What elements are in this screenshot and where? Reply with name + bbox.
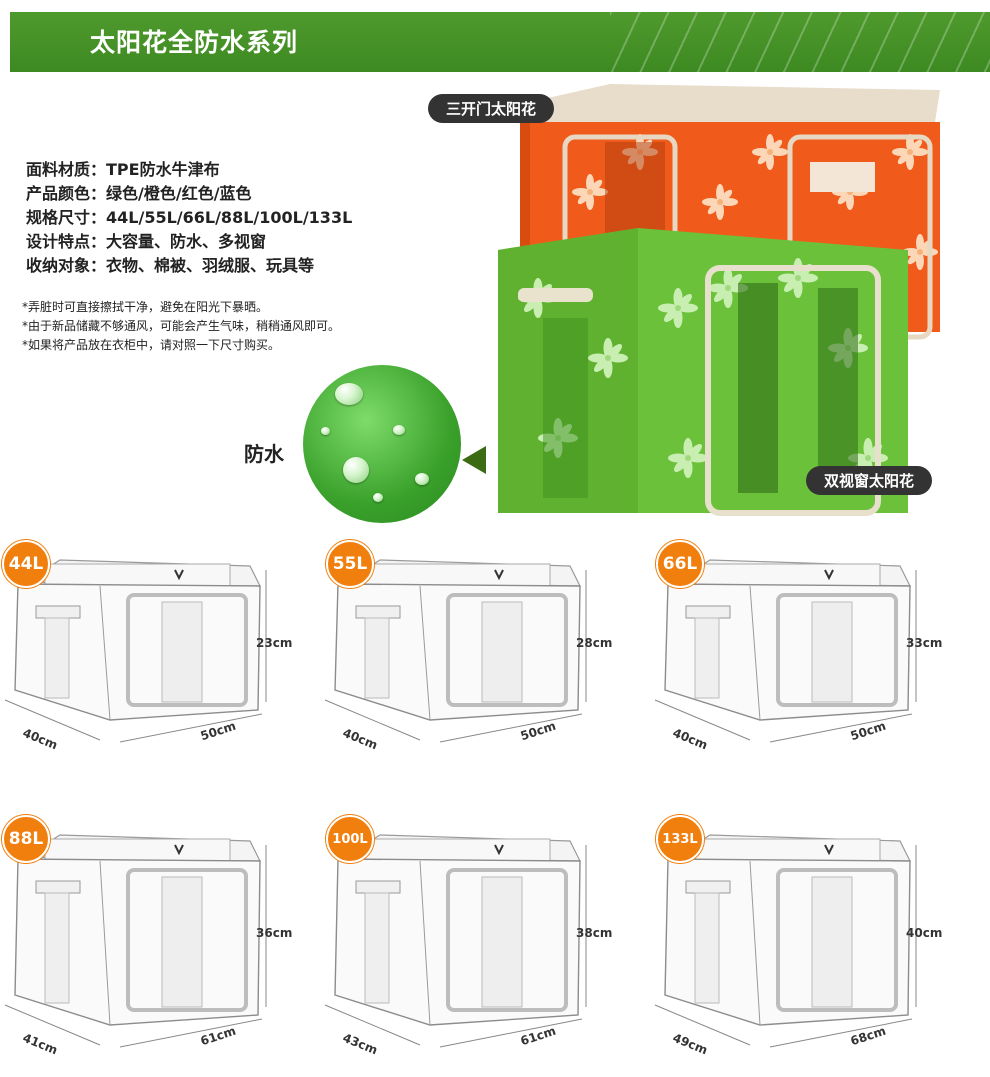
capacity-badge: 100L (326, 815, 374, 863)
spec-row-material: 面料材质：TPE防水牛津布 (26, 158, 352, 182)
header-banner: 太阳花全防水系列 (10, 12, 990, 72)
height-dimension: 23cm (256, 636, 293, 650)
spec-label: 面料材质： (26, 160, 107, 179)
waterproof-closeup (303, 365, 461, 523)
arrow-icon (462, 446, 486, 474)
green-box-label: 双视窗太阳花 (806, 466, 933, 495)
notes: *弄脏时可直接擦拭干净，避免在阳光下暴晒。 *由于新品储藏不够通风，可能会产生气… (22, 298, 340, 355)
storage-box-outline (324, 834, 587, 1048)
waterproof-label: 防水 (244, 442, 284, 466)
spec-value: 衣物、棉被、羽绒服、玩具等 (106, 256, 315, 275)
capacity-badge: 66L (656, 540, 704, 588)
storage-box-outline (4, 834, 267, 1048)
page-title: 太阳花全防水系列 (90, 28, 299, 57)
note-item: *由于新品储藏不够通风，可能会产生气味，稍稍通风即可。 (22, 319, 341, 333)
spec-row-color: 产品颜色：绿色/橙色/红色/蓝色 (26, 182, 352, 206)
storage-box-outline (324, 559, 587, 743)
spec-list: 面料材质：TPE防水牛津布 产品颜色：绿色/橙色/红色/蓝色 规格尺寸：44L/… (26, 158, 352, 278)
spec-row-size: 规格尺寸：44L/55L/66L/88L/100L/133L (26, 206, 352, 230)
spec-label: 设计特点： (26, 232, 107, 251)
banner-pattern (610, 12, 990, 72)
spec-label: 收纳对象： (26, 256, 107, 275)
spec-value: 大容量、防水、多视窗 (106, 232, 267, 251)
note-item: *如果将产品放在衣柜中，请对照一下尺寸购买。 (22, 338, 281, 352)
orange-box-label: 三开门太阳花 (428, 94, 555, 123)
water-drop (373, 493, 383, 502)
height-dimension: 28cm (576, 636, 613, 650)
water-drop (393, 425, 405, 435)
spec-value: 绿色/橙色/红色/蓝色 (106, 184, 252, 203)
water-drop (335, 383, 363, 405)
capacity-badge: 88L (2, 815, 50, 863)
height-dimension: 36cm (256, 926, 293, 940)
spec-value: 44L/55L/66L/88L/100L/133L (106, 208, 353, 227)
water-drop (415, 473, 429, 485)
note-item: *弄脏时可直接擦拭干净，避免在阳光下暴晒。 (22, 300, 269, 314)
capacity-badge: 44L (2, 540, 50, 588)
spec-row-usage: 收纳对象：衣物、棉被、羽绒服、玩具等 (26, 254, 352, 278)
spec-label: 产品颜色： (26, 184, 107, 203)
spec-label: 规格尺寸： (26, 208, 107, 227)
water-drop (321, 427, 330, 435)
height-dimension: 40cm (906, 926, 943, 940)
water-drop (343, 457, 369, 483)
capacity-badge: 55L (326, 540, 374, 588)
spec-value: TPE防水牛津布 (106, 160, 220, 179)
storage-box-outline (4, 559, 267, 743)
height-dimension: 38cm (576, 926, 613, 940)
storage-box-outline (654, 834, 917, 1048)
storage-box-outline (654, 559, 917, 743)
spec-row-feature: 设计特点：大容量、防水、多视窗 (26, 230, 352, 254)
green-box-image (498, 228, 908, 516)
height-dimension: 33cm (906, 636, 943, 650)
capacity-badge: 133L (656, 815, 704, 863)
